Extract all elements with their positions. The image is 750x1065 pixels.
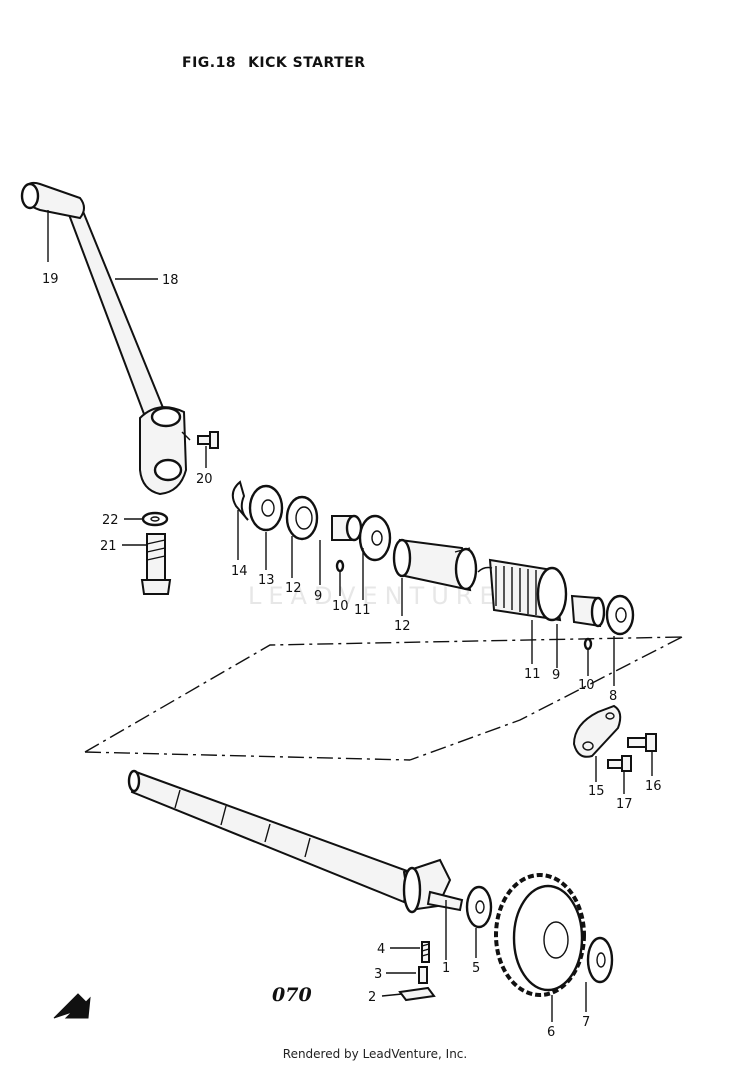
pin-3 <box>418 966 428 984</box>
callout-labels: 19 18 20 22 21 14 13 12 9 10 11 12 11 9 … <box>42 272 662 1040</box>
callout-8: 8 <box>609 689 617 704</box>
return-spring-11 <box>477 558 568 622</box>
callout-12: 12 <box>394 619 411 634</box>
callout-11: 11 <box>524 667 541 682</box>
washer-13 <box>358 514 392 562</box>
callout-1: 1 <box>442 961 450 976</box>
callout-5: 5 <box>472 961 480 976</box>
callout-10-lower: 10 <box>578 678 595 693</box>
bolt-19 <box>607 755 632 772</box>
callout-21: 19 <box>42 272 59 287</box>
callout-20: 18 <box>162 273 179 288</box>
spring-4 <box>421 941 430 963</box>
callout-9-upper: 9 <box>314 589 322 604</box>
kick-lever <box>60 194 191 496</box>
washer-14 <box>285 495 319 541</box>
callout-7: 7 <box>582 1015 590 1030</box>
footer-credit: Rendered by LeadVenture, Inc. <box>282 1047 468 1061</box>
kick-gear-6 <box>494 873 586 997</box>
washer-7 <box>586 936 614 984</box>
callout-9-lower: 9 <box>552 668 560 683</box>
callout-24: 22 <box>102 513 119 528</box>
clip-16 <box>231 480 249 521</box>
callout-2: 2 <box>368 990 376 1005</box>
kick-starter-shaft-1 <box>127 769 464 914</box>
callout-18: 16 <box>645 779 662 794</box>
callout-4: 4 <box>377 942 385 957</box>
callout-13: 11 <box>354 603 371 618</box>
spacer-10-lower <box>583 637 593 651</box>
washer-24 <box>141 511 169 527</box>
spring-guide-12 <box>392 538 478 592</box>
front-arrow-icon <box>53 993 91 1019</box>
pawl-2 <box>398 986 436 1002</box>
callout-6: 6 <box>547 1025 555 1040</box>
callout-14: 12 <box>285 581 302 596</box>
callout-17: 15 <box>588 784 605 799</box>
callout-3: 3 <box>374 967 382 982</box>
leader-lines <box>47 210 653 1022</box>
bolt-22 <box>197 431 219 449</box>
bolt-23 <box>140 533 172 595</box>
callout-22: 20 <box>196 472 213 487</box>
bushing-9-lower <box>570 594 606 628</box>
figure-number: FIG.18 <box>182 55 237 71</box>
spacer-10-upper <box>335 559 345 573</box>
stopper-plate-17 <box>572 704 622 758</box>
bushing-9-upper <box>331 514 363 542</box>
figure-name: KICK STARTER <box>248 55 366 71</box>
washer-15 <box>248 484 284 532</box>
page-number: 070 <box>272 984 312 1006</box>
callout-23: 21 <box>100 539 117 554</box>
callout-19: 17 <box>616 797 633 812</box>
assembly-outline <box>84 636 683 761</box>
figure-title: FIG.18 KICK STARTER <box>182 55 378 71</box>
lever-grip <box>20 181 85 220</box>
washer-8 <box>605 594 635 636</box>
callout-16: 14 <box>231 564 248 579</box>
washer-5 <box>465 885 493 929</box>
callout-10-upper: 10 <box>332 599 349 614</box>
bolt-18 <box>627 733 657 752</box>
callout-15: 13 <box>258 573 275 588</box>
